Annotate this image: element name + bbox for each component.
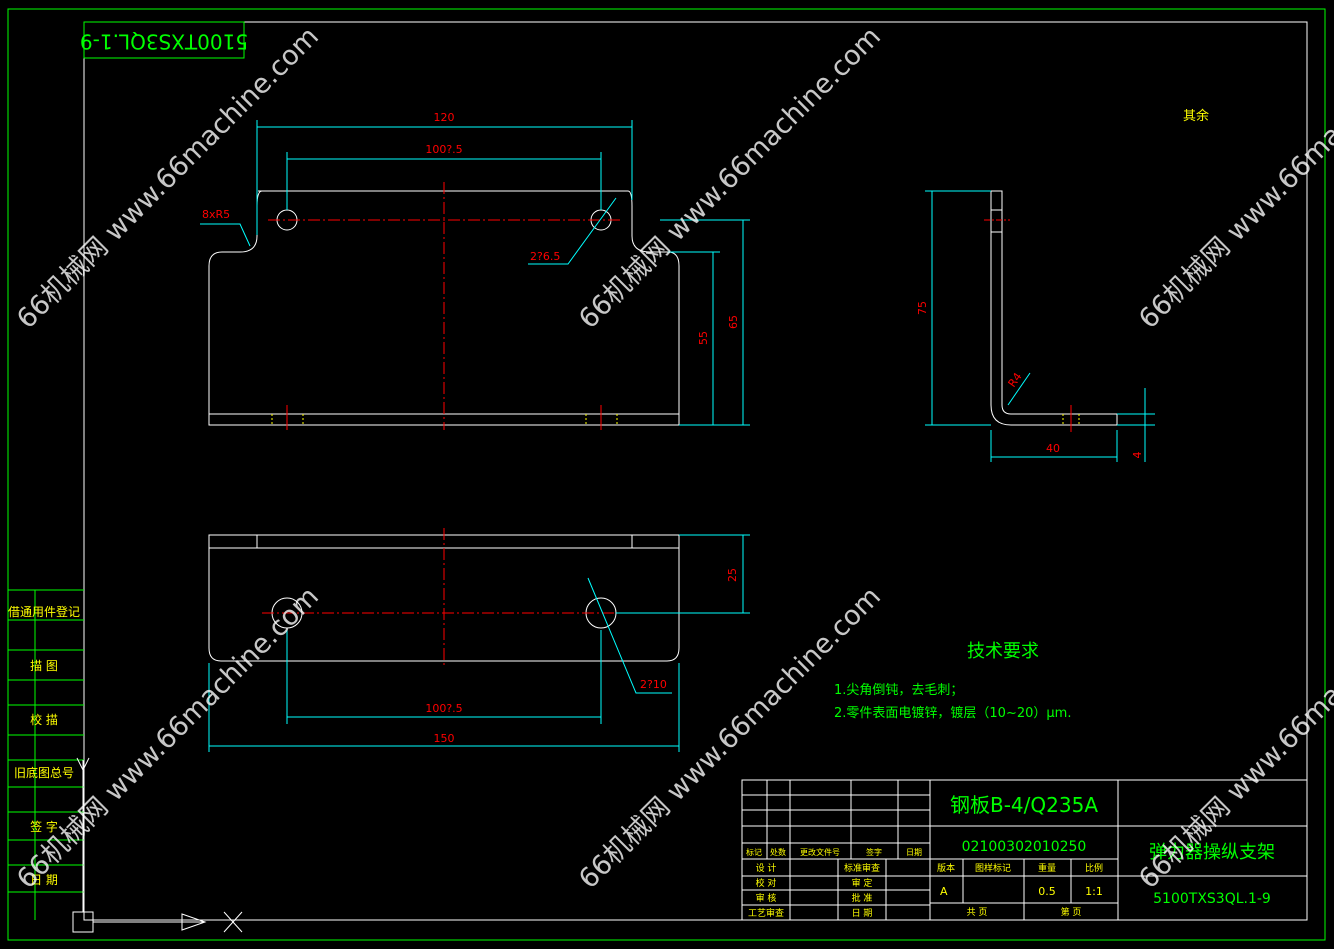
tb-header-2: 处数 (770, 847, 786, 857)
dim-front-hole-spacing: 100?.5 (425, 143, 462, 156)
dim-front-width: 120 (434, 111, 455, 124)
tb-part-no: 02100302010250 (962, 839, 1087, 855)
surface-finish-note: 其余 (1183, 108, 1209, 124)
watermark-3: 66机械网 www.66machine.com (1133, 21, 1334, 335)
tb-attr-4: 比例 (1085, 862, 1103, 874)
watermark-1: 66机械网 www.66machine.com (11, 21, 325, 335)
tb-weight: 0.5 (1038, 885, 1056, 898)
code-box (83, 21, 245, 59)
tb-mid-2: 审 定 (852, 877, 873, 889)
tb-header-5: 日期 (906, 848, 922, 857)
tb-material: 钢板B-4/Q235A (950, 793, 1098, 817)
tb-header-1: 标记 (746, 847, 762, 857)
tb-attr-2: 图样标记 (975, 862, 1011, 874)
inner-frame (83, 21, 1308, 921)
tb-header-3: 更改文件号 (800, 847, 840, 857)
bottom-view: 25 2?10 100?.5 150 (208, 528, 750, 752)
tb-left-2: 校 对 (756, 877, 777, 889)
side-table (8, 589, 84, 920)
tb-attr-3: 重量 (1038, 862, 1056, 874)
dim-corner-radius: 8xR5 (202, 208, 230, 221)
dim-bottom-height: 25 (726, 568, 739, 582)
dim-bottom-hole-spacing: 100?.5 (425, 702, 462, 715)
front-view: 120 100?.5 8xR5 2?6.5 55 65 (200, 111, 750, 430)
tb-left-1: 设 计 (756, 862, 777, 874)
side-table-row-3: 校 描 (30, 712, 58, 727)
tb-attr-1: 版本 (937, 862, 955, 874)
side-outline (990, 190, 1118, 426)
watermark-2: 66机械网 www.66machine.com (573, 21, 887, 335)
side-table-row-2: 描 图 (30, 659, 58, 673)
side-table-row-4: 旧底图总号 (14, 765, 74, 780)
dim-front-height-outer: 65 (727, 315, 740, 329)
dim-side-leg: 40 (1046, 442, 1060, 455)
tb-mid-1: 标准审查 (844, 862, 880, 874)
bottom-outline (208, 534, 680, 662)
tb-left-3: 审 核 (756, 892, 777, 904)
side-table-row-1: 借通用件登记 (8, 604, 80, 619)
side-table-row-5: 签 字 (30, 819, 58, 834)
watermark-4: 66机械网 www.66machine.com (11, 581, 325, 895)
side-view: 75 R4 40 4 (916, 190, 1155, 462)
side-table-row-6: 日 期 (30, 873, 58, 887)
tb-left-4: 工艺审查 (748, 907, 784, 919)
dim-bottom-holes: 2?10 (640, 678, 667, 691)
tb-sheets-total: 共 页 (967, 907, 988, 918)
ucs-icon (72, 757, 243, 933)
rotated-code: 5100TXS3QL.1-9 (80, 30, 248, 54)
tech-req-line2: 2.零件表面电镀锌，镀层（10~20）μm. (834, 705, 1071, 721)
tech-req-title: 技术要求 (967, 641, 1039, 662)
title-block (741, 779, 1308, 921)
tb-drawing-no: 5100TXS3QL.1-9 (1153, 891, 1271, 907)
tech-req-line1: 1.尖角倒钝，去毛刺； (834, 683, 963, 698)
dim-front-height-inner: 55 (697, 331, 710, 345)
dim-bottom-width: 150 (434, 732, 455, 745)
tb-version: A (940, 885, 948, 898)
tb-mid-4: 日 期 (852, 908, 873, 919)
tb-scale: 1:1 (1085, 885, 1103, 898)
dim-side-height: 75 (916, 301, 929, 315)
tb-part-name: 弹力器操纵支架 (1149, 842, 1275, 863)
dim-bend-radius: R4 (1006, 370, 1025, 389)
dim-side-thickness: 4 (1131, 452, 1144, 459)
dim-front-holes: 2?6.5 (530, 250, 560, 263)
tb-header-4: 签字 (866, 847, 882, 857)
outer-frame (7, 8, 1326, 941)
tb-mid-3: 批 准 (852, 892, 873, 904)
tb-sheet-no: 第 页 (1061, 906, 1082, 918)
